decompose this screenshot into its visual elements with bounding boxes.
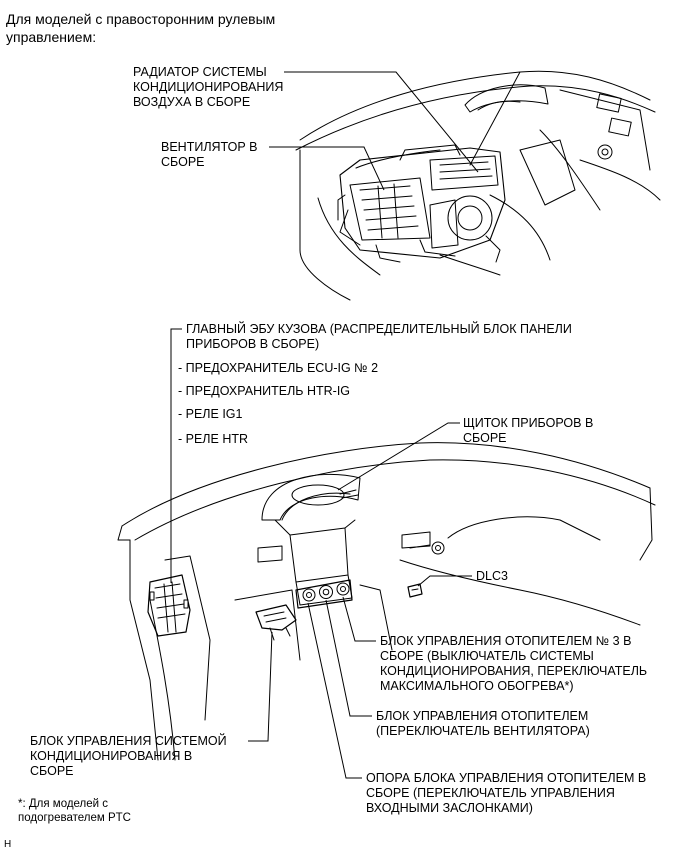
blower-label: ВЕНТИЛЯТОР В СБОРЕ bbox=[161, 140, 258, 169]
dlc3-label: DLC3 bbox=[476, 569, 508, 583]
main-ecu-label: ГЛАВНЫЙ ЭБУ КУЗОВА (РАСПРЕДЕЛИТЕЛЬНЫЙ БЛ… bbox=[186, 322, 572, 351]
leader-dlc3 bbox=[417, 575, 472, 587]
main-ecu-item: - ПРЕДОХРАНИТЕЛЬ ECU-IG № 2 bbox=[178, 361, 379, 375]
leader-heater-control bbox=[325, 599, 372, 717]
lower-dashboard-illustration bbox=[117, 442, 656, 761]
heater-base-label: ОПОРА БЛОКА УПРАВЛЕНИЯ ОТОПИТЕЛЕМ В СБОР… bbox=[366, 771, 647, 815]
footnote: *: Для моделей с подогревателем PTC bbox=[18, 798, 131, 824]
leader-main-ecu bbox=[170, 328, 182, 583]
heater-control-label: БЛОК УПРАВЛЕНИЯ ОТОПИТЕЛЕМ (ПЕРЕКЛЮЧАТЕЛ… bbox=[376, 709, 590, 738]
main-ecu-item: - РЕЛЕ HTR bbox=[178, 432, 249, 446]
leader-meter bbox=[337, 422, 460, 491]
leader-ac-control bbox=[248, 631, 273, 742]
leader-heater-base bbox=[307, 602, 362, 779]
leader-heater-control-3 bbox=[342, 596, 376, 642]
corner-mark: H bbox=[4, 839, 12, 850]
leader-radiator bbox=[284, 71, 479, 173]
leader-lines bbox=[170, 71, 479, 779]
main-ecu-item: - РЕЛЕ IG1 bbox=[178, 407, 243, 421]
ac-control-label: БЛОК УПРАВЛЕНИЯ СИСТЕМОЙ КОНДИЦИОНИРОВАН… bbox=[30, 734, 227, 778]
radiator-label: РАДИАТОР СИСТЕМЫ КОНДИЦИОНИРОВАНИЯ ВОЗДУ… bbox=[133, 65, 284, 109]
page-heading: Для моделей с правосторонним рулевым упр… bbox=[6, 11, 276, 45]
meter-label: ЩИТОК ПРИБОРОВ В СБОРЕ bbox=[463, 416, 594, 445]
heater-control-3-label: БЛОК УПРАВЛЕНИЯ ОТОПИТЕЛЕМ № 3 В СБОРЕ (… bbox=[380, 634, 648, 693]
main-ecu-item: - ПРЕДОХРАНИТЕЛЬ HTR-IG bbox=[178, 384, 351, 398]
leader-blower bbox=[269, 146, 385, 191]
upper-dashboard-illustration bbox=[295, 70, 661, 301]
